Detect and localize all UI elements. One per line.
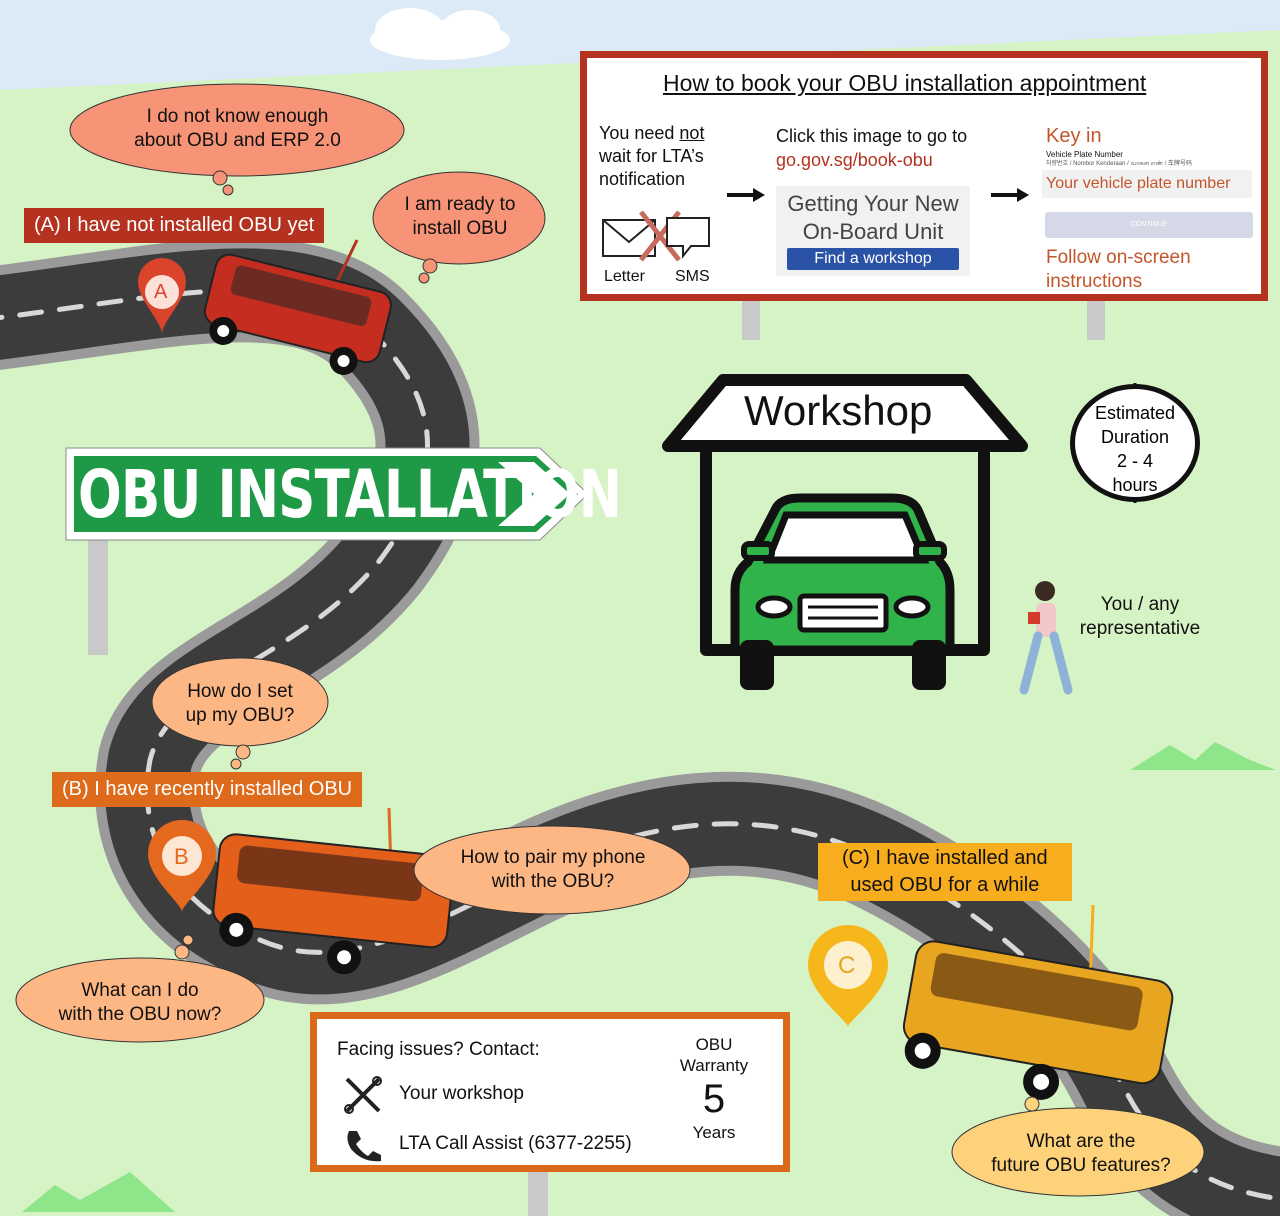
map-pin-b-icon	[148, 820, 216, 912]
contact-box: Facing issues? Contact: Your workshop LT…	[310, 1012, 790, 1172]
find-workshop-button[interactable]: Find a workshop	[787, 248, 959, 270]
bubble-pair: How to pair my phone with the OBU?	[422, 846, 684, 894]
arrow-icon	[991, 188, 1029, 202]
hill-icon	[22, 1172, 175, 1212]
warranty-number: 5	[702, 1077, 726, 1121]
cloud-icon	[370, 8, 510, 60]
car-b-icon	[212, 833, 455, 975]
bubble-know: I do not know enough about OBU and ERP 2…	[80, 105, 395, 153]
bubble-ready-line1: I am ready to	[404, 194, 516, 215]
car-a-icon	[203, 253, 392, 375]
bubble-future: What are the future OBU features?	[962, 1130, 1200, 1178]
banner-c: (C) I have installed and used OBU for a …	[818, 843, 1072, 901]
duration-line2: Duration	[1100, 427, 1170, 447]
warranty-line1: OBU	[695, 1035, 733, 1054]
bubble-pair-line1: How to pair my phone	[460, 847, 646, 868]
bubble-future-line1: What are the	[1026, 1131, 1136, 1152]
arrow-icon	[727, 188, 765, 202]
bubble-setup-line1: How do I set	[187, 681, 293, 702]
contact-heading: Facing issues? Contact:	[337, 1039, 540, 1060]
car-c-icon	[902, 940, 1174, 1100]
letter-label: Letter	[604, 268, 645, 285]
duration-value: 2 - 4	[1116, 451, 1154, 471]
duration-clock: Estimated Duration 2 - 4 hours	[1070, 384, 1200, 502]
click-instruction: Click this image to go to	[776, 126, 968, 146]
warranty-badge: OBU Warranty 5 Years	[664, 1034, 764, 1143]
bubble-ready: I am ready to install OBU	[385, 193, 535, 241]
bubble-setup-line2: up my OBU?	[185, 705, 295, 726]
follow-line2: instructions	[1046, 271, 1143, 292]
contact-lta[interactable]: LTA Call Assist (6377-2255)	[399, 1133, 632, 1154]
person-label: You / any representative	[1070, 593, 1210, 641]
sign-arrow-icon	[65, 447, 589, 541]
warranty-line2: Warranty	[679, 1056, 749, 1075]
car-icon	[730, 493, 955, 690]
workshop-icon	[662, 374, 1028, 656]
sms-label: SMS	[675, 268, 710, 285]
bubble-ready-line2: install OBU	[412, 218, 508, 239]
card-title-line1: Getting Your New	[787, 191, 959, 216]
continue-button[interactable]: CONTINUE	[1045, 212, 1253, 238]
bubble-what-line1: What can I do	[81, 980, 199, 1001]
workshop-card[interactable]: Getting Your New On-Board Unit Find a wo…	[776, 186, 970, 276]
notice-not: not	[679, 123, 705, 143]
bubble-know-line1: I do not know enough	[146, 106, 329, 127]
bubble-what: What can I do with the OBU now?	[30, 979, 250, 1027]
plate-input[interactable]: Your vehicle plate number	[1042, 170, 1252, 198]
banner-a: (A) I have not installed OBU yet	[24, 208, 325, 243]
banner-c-line1: (C) I have installed and	[842, 847, 1048, 869]
bubble-what-line2: with the OBU now?	[58, 1004, 222, 1025]
map-pin-c-icon	[808, 925, 888, 1027]
phone-icon	[347, 1131, 381, 1162]
bubble-know-line2: about OBU and ERP 2.0	[134, 130, 341, 151]
contact-workshop: Your workshop	[399, 1083, 524, 1104]
plate-label: Vehicle Plate Number	[1046, 150, 1123, 159]
pin-c-label: C	[838, 952, 856, 979]
notice-line1: You need	[599, 123, 680, 143]
pin-b-label: B	[174, 844, 189, 869]
bubble-future-line2: future OBU features?	[991, 1155, 1171, 1176]
sign-title: OBU INSTALLATION	[78, 456, 622, 533]
warranty-line3: Years	[692, 1123, 736, 1142]
tools-icon	[344, 1076, 382, 1114]
banner-b: (B) I have recently installed OBU	[52, 772, 363, 807]
booking-board: How to book your OBU installation appoin…	[580, 51, 1268, 301]
person-line1: You / any	[1100, 594, 1180, 615]
person-icon	[1019, 581, 1073, 695]
follow-line1: Follow on-screen	[1046, 247, 1191, 268]
booking-link[interactable]: go.gov.sg/book-obu	[776, 150, 933, 170]
notice-text: You need not wait for LTA’s notification	[599, 122, 739, 191]
bubble-shapes	[15, 83, 1205, 1197]
map-pin-a-icon	[138, 258, 186, 334]
bubble-setup: How do I set up my OBU?	[165, 680, 315, 728]
booking-title: How to book your OBU installation appoin…	[663, 70, 1147, 96]
plate-sublabel: 차량번호 / Nombor Kenderaan / வாகன எண் / 车牌号…	[1046, 161, 1192, 167]
pin-a-label: A	[154, 281, 168, 303]
notice-line3: notification	[599, 169, 686, 189]
banner-c-line2: used OBU for a while	[850, 874, 1040, 896]
person-line2: representative	[1079, 618, 1201, 639]
hill-icon	[1130, 742, 1276, 770]
key-in-label: Key in	[1046, 125, 1102, 147]
notice-line2: wait for LTA’s	[599, 146, 704, 166]
workshop-label: Workshop	[744, 387, 933, 434]
bubble-pair-line2: with the OBU?	[491, 871, 615, 892]
envelope-icon	[602, 210, 710, 262]
duration-unit: hours	[1112, 475, 1158, 495]
card-title-line2: On-Board Unit	[802, 219, 944, 244]
duration-line1: Estimated	[1094, 403, 1176, 423]
